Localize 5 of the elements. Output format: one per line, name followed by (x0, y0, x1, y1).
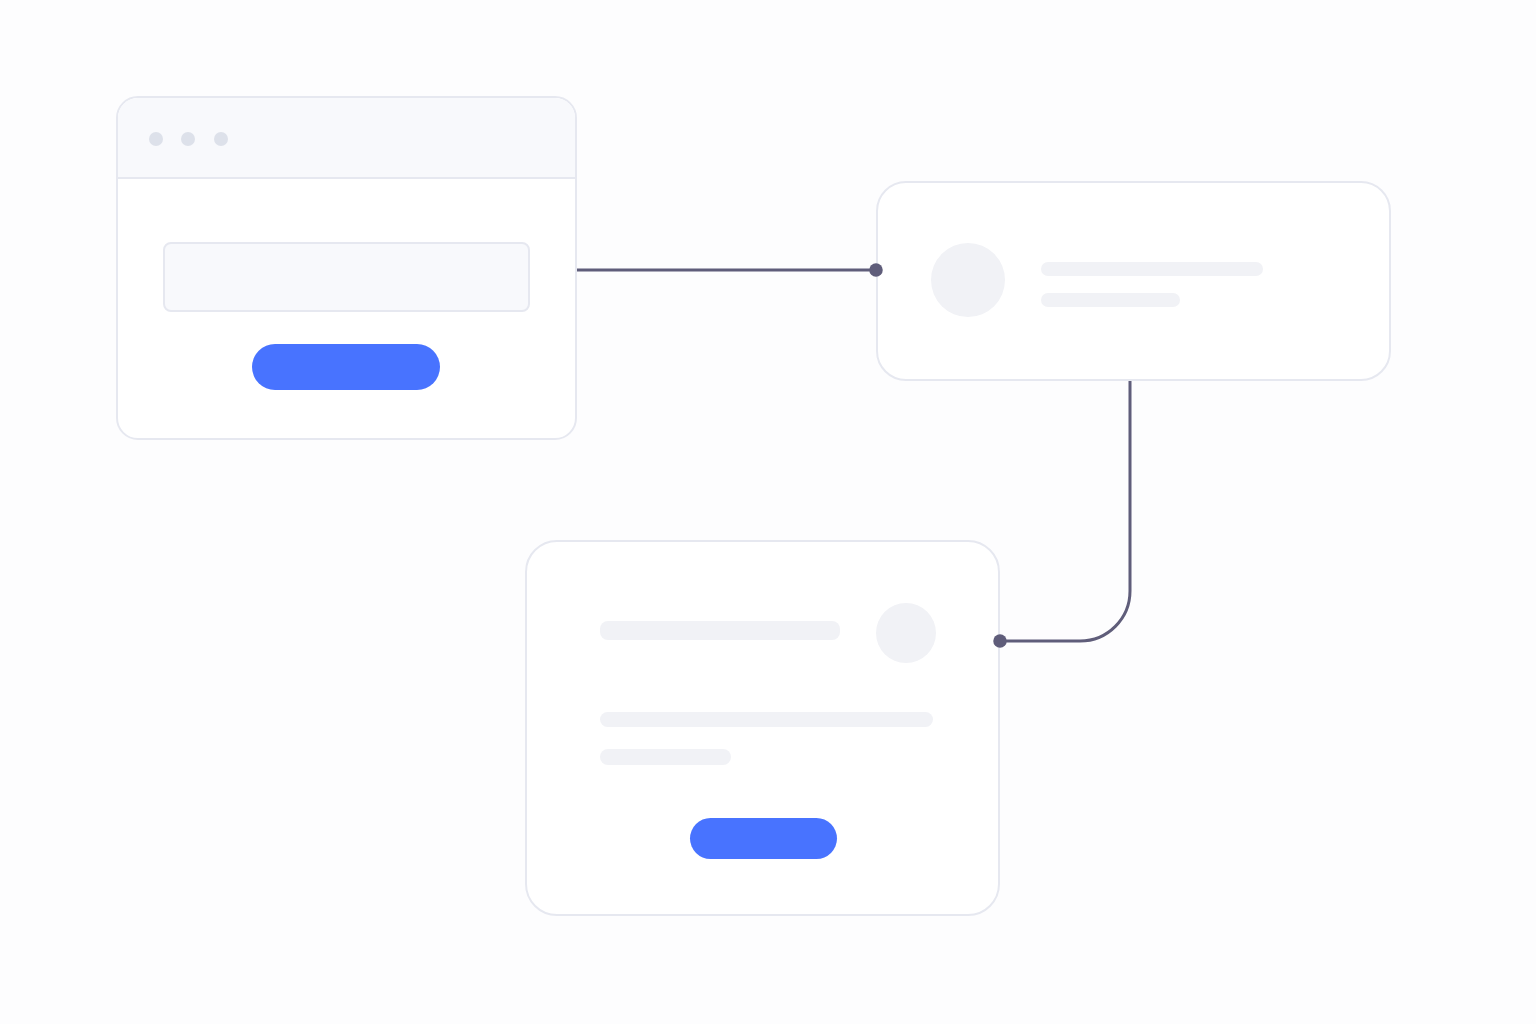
connector-line (577, 263, 883, 277)
wireframe-card (116, 96, 577, 440)
wireframe-card (525, 540, 1000, 916)
wireframe-card (876, 181, 1391, 381)
connector-line (993, 381, 1132, 648)
